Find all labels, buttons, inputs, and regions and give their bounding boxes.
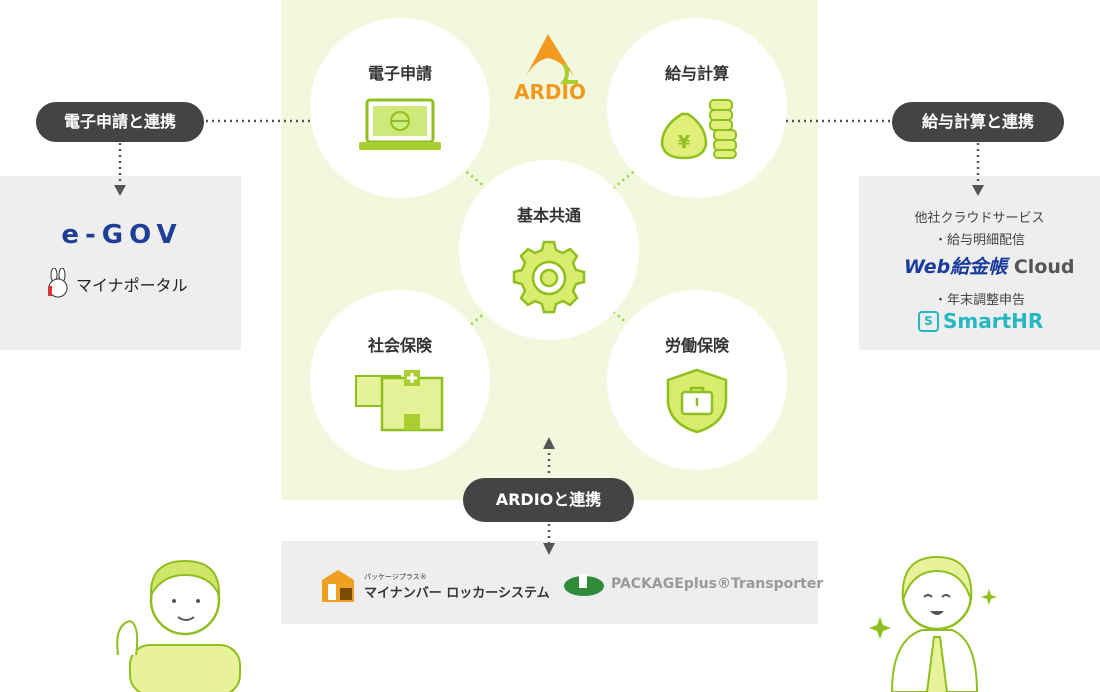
ardio-logo-mark [526,34,578,84]
man-ok-gesture-illustration [116,559,241,692]
money-bag-coins-icon: ¥ [660,99,737,160]
green-cloud-icon [564,574,604,596]
transporter-label: PACKAGEplus®Transporter [611,576,824,592]
woman-praying-illustration [869,555,997,692]
web-kyukincho-cloud-logo: Web給金帳 Cloud [904,252,1075,279]
cloud-text: Cloud [1013,256,1075,278]
mynaportal-logo: マイナポータル [46,268,188,300]
mynumber-locker-product: パッケージプラス® マイナンバー ロッカーシステム [320,568,550,604]
right-box-text: 他社クラウドサービス ・給与明細配信 [859,208,1100,252]
ardio-logo-text: ARDIO [514,80,586,104]
house-lock-icon [322,570,354,602]
pill-ardio-link: ARDIOと連携 [463,478,634,522]
gear-icon [512,240,586,314]
node-label: 給与計算 [664,64,729,83]
mynaportal-text: マイナポータル [76,276,188,295]
node-label: 社会保険 [367,336,432,355]
cloud-services-heading: 他社クラウドサービス [914,211,1045,226]
package-plus-label: パッケージプラス® [364,572,427,581]
smarthr-logo: S SmartHR [918,309,1043,333]
year-end-item: ・年末調整申告 [933,293,1025,308]
node-e-application: 電子申請 [310,18,490,198]
bottom-products-box [281,541,818,624]
node-label: 電子申請 [367,64,432,83]
node-labor-insurance: 労働保険 [607,290,787,470]
transporter-product: PACKAGEplus®Transporter [563,570,823,598]
pill-payroll-link: 給与計算と連携 [892,102,1064,142]
payslip-item: ・給与明細配信 [933,233,1025,248]
rabbit-mascot-icon [48,268,68,298]
node-social-insurance: 社会保険 [310,290,490,470]
smarthr-text: SmartHR [943,309,1044,333]
node-payroll: 給与計算 ¥ [607,18,787,198]
hospital-icon [355,370,444,432]
svg-text:¥: ¥ [678,132,691,153]
pill-e-application-link: 電子申請と連携 [36,102,204,142]
node-label: 労働保険 [664,336,729,355]
egov-logo: e-GOV [61,220,183,250]
smarthr-icon: S [918,310,939,332]
ardio-logo: ARDIO [510,30,590,104]
node-common: 基本共通 [459,160,639,340]
right-cloud-box [859,176,1100,350]
laptop-globe-icon [359,98,441,150]
left-gov-box [0,176,241,350]
node-label: 基本共通 [516,206,581,225]
web-kyukincho-text: Web給金帳 [904,256,1008,278]
mynumber-locker-label: マイナンバー ロッカーシステム [364,585,550,601]
shield-briefcase-icon [666,368,728,434]
